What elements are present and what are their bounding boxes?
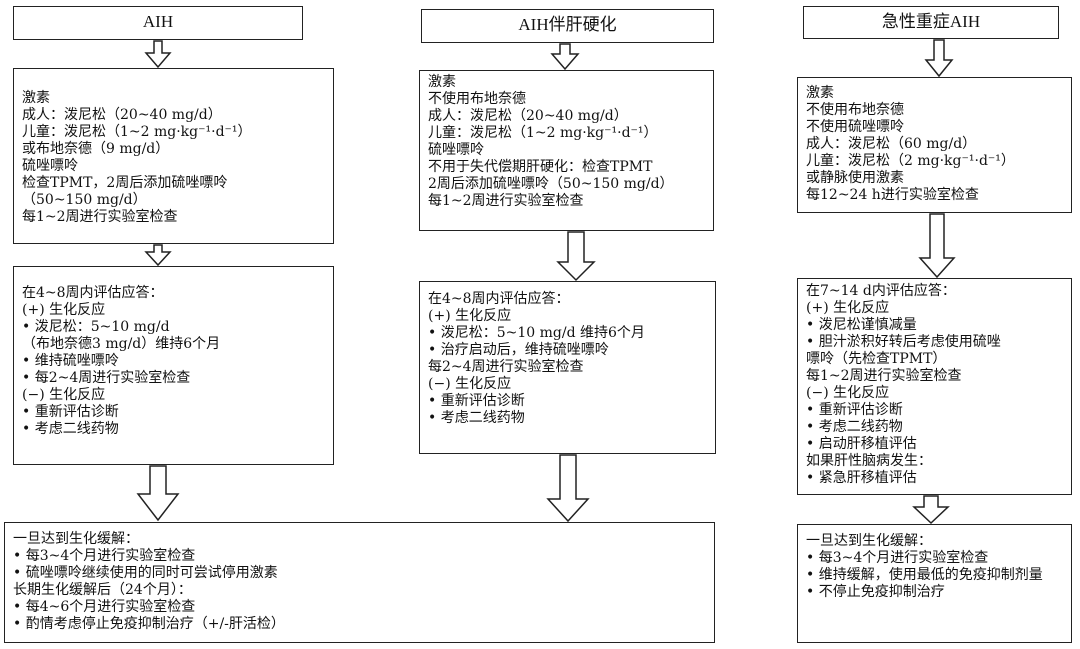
text-line: 每1~2周进行实验室检查: [428, 193, 584, 209]
text-line: 成人：泼尼松（20~40 mg/d）: [22, 107, 222, 123]
text-line: • 重新评估诊断: [428, 393, 525, 409]
text-line: 儿童：泼尼松（1~2 mg·kg⁻¹·d⁻¹）: [428, 125, 658, 141]
arrow-down-icon: [144, 244, 172, 267]
arrow-down-icon: [918, 213, 956, 279]
text-line: • 硫唑嘌呤继续使用的同时可尝试停用激素: [13, 565, 278, 581]
text-line: 成人：泼尼松（60 mg/d）: [806, 136, 977, 152]
arrow-down-icon: [546, 454, 590, 523]
text-line: 儿童：泼尼松（1~2 mg·kg⁻¹·d⁻¹）: [22, 124, 252, 140]
text-line: 儿童：泼尼松（2 mg·kg⁻¹·d⁻¹）: [806, 153, 1015, 169]
text-line: • 考虑二线药物: [806, 419, 903, 435]
text-line: • 维持缓解，使用最低的免疫抑制剂量: [806, 567, 1043, 583]
text-line: • 泼尼松：5~10 mg/d 维持6个月: [428, 325, 645, 341]
text-line: • 每3~4个月进行实验室检查: [806, 550, 989, 566]
text-line: 在4~8周内评估应答：: [428, 291, 570, 307]
acute-aih-response-box: 在7~14 d内评估应答： (+) 生化反应 • 泼尼松谨慎减量 • 胆汁淤积好…: [797, 278, 1072, 495]
text-line: 2周后添加硫唑嘌呤（50~150 mg/d）: [428, 176, 674, 192]
acute-aih-induction-box: 激素 不使用布地奈德 不使用硫唑嘌呤 成人：泼尼松（60 mg/d） 儿童：泼尼…: [797, 77, 1072, 213]
text-line: 不使用布地奈德: [806, 102, 904, 118]
text-line: (+) 生化反应: [428, 308, 512, 324]
arrow-down-icon: [144, 40, 172, 69]
text-line: 硫唑嘌呤: [428, 142, 484, 158]
text-line: 激素: [428, 74, 456, 90]
text-line: • 考虑二线药物: [428, 410, 525, 426]
text-line: 长期生化缓解后（24个月）：: [13, 582, 192, 598]
acute-aih-remission-box: 一旦达到生化缓解： • 每3~4个月进行实验室检查 • 维持缓解，使用最低的免疫…: [797, 524, 1072, 643]
arrow-down-icon: [556, 231, 596, 282]
text-line: • 启动肝移植评估: [806, 436, 917, 452]
text-line: 每12~24 h进行实验室检查: [806, 187, 979, 203]
text-line: (−) 生化反应: [428, 376, 512, 392]
text-line: • 维持硫唑嘌呤: [22, 353, 119, 369]
text-line: 激素: [806, 85, 834, 101]
text-line: • 每2~4周进行实验室检查: [22, 370, 191, 386]
text-line: 一旦达到生化缓解：: [13, 531, 139, 547]
aih-induction-box: 激素 成人：泼尼松（20~40 mg/d） 儿童：泼尼松（1~2 mg·kg⁻¹…: [13, 68, 334, 244]
text-line: 如果肝性脑病发生：: [806, 453, 932, 469]
text-line: • 紧急肝移植评估: [806, 470, 917, 486]
aih-cirrhosis-header: AIH伴肝硬化: [421, 9, 714, 43]
text-line: • 泼尼松：5~10 mg/d: [22, 319, 170, 335]
text-line: • 考虑二线药物: [22, 421, 119, 437]
shared-remission-box: 一旦达到生化缓解： • 每3~4个月进行实验室检查 • 硫唑嘌呤继续使用的同时可…: [4, 522, 715, 643]
acute-aih-header: 急性重症AIH: [803, 6, 1059, 39]
arrow-down-icon: [924, 39, 954, 78]
text-line: • 不停止免疫抑制治疗: [806, 584, 945, 600]
text-line: 硫唑嘌呤: [22, 158, 78, 174]
text-line: 激素: [22, 90, 50, 106]
text-line: 在4~8周内评估应答：: [22, 285, 164, 301]
text-line: 检查TPMT，2周后添加硫唑嘌呤: [22, 175, 228, 191]
arrow-down-icon: [550, 43, 580, 71]
text-line: • 每3~4个月进行实验室检查: [13, 548, 196, 564]
aih-response-box: 在4~8周内评估应答： (+) 生化反应 • 泼尼松：5~10 mg/d （布地…: [13, 266, 334, 465]
text-line: 或布地奈德（9 mg/d）: [22, 141, 170, 157]
text-line: • 酌情考虑停止免疫抑制治疗（+/-肝活检）: [13, 616, 285, 632]
text-line: 成人：泼尼松（20~40 mg/d）: [428, 108, 628, 124]
arrow-down-icon: [912, 495, 950, 525]
text-line: • 重新评估诊断: [22, 404, 119, 420]
aih-cirrhosis-induction-box: 激素 不使用布地奈德 成人：泼尼松（20~40 mg/d） 儿童：泼尼松（1~2…: [419, 70, 714, 231]
text-line: • 泼尼松谨慎减量: [806, 317, 917, 333]
text-line: • 胆汁淤积好转后考虑使用硫唑: [806, 334, 1001, 350]
text-line: （50~150 mg/d）: [22, 192, 147, 208]
aih-cirrhosis-response-box: 在4~8周内评估应答： (+) 生化反应 • 泼尼松：5~10 mg/d 维持6…: [419, 281, 716, 454]
text-line: （布地奈德3 mg/d）维持6个月: [22, 336, 221, 352]
text-line: (+) 生化反应: [806, 300, 890, 316]
text-line: 不用于失代偿期肝硬化：检查TPMT: [428, 159, 653, 175]
text-line: (−) 生化反应: [22, 387, 106, 403]
arrow-down-icon: [136, 465, 180, 522]
text-line: • 治疗启动后，维持硫唑嘌呤: [428, 342, 609, 358]
text-line: 不使用硫唑嘌呤: [806, 119, 904, 135]
text-line: (−) 生化反应: [806, 385, 890, 401]
text-line: 或静脉使用激素: [806, 170, 904, 186]
text-line: 不使用布地奈德: [428, 91, 526, 107]
text-line: 每1~2周进行实验室检查: [806, 368, 962, 384]
text-line: 在7~14 d内评估应答：: [806, 283, 956, 299]
text-line: • 重新评估诊断: [806, 402, 903, 418]
text-line: 每1~2周进行实验室检查: [22, 209, 178, 225]
text-line: (+) 生化反应: [22, 302, 106, 318]
text-line: 嘌呤（先检查TPMT）: [806, 351, 947, 367]
aih-header: AIH: [13, 6, 303, 40]
text-line: • 每4~6个月进行实验室检查: [13, 599, 196, 615]
text-line: 每2~4周进行实验室检查: [428, 359, 584, 375]
text-line: 一旦达到生化缓解：: [806, 533, 932, 549]
